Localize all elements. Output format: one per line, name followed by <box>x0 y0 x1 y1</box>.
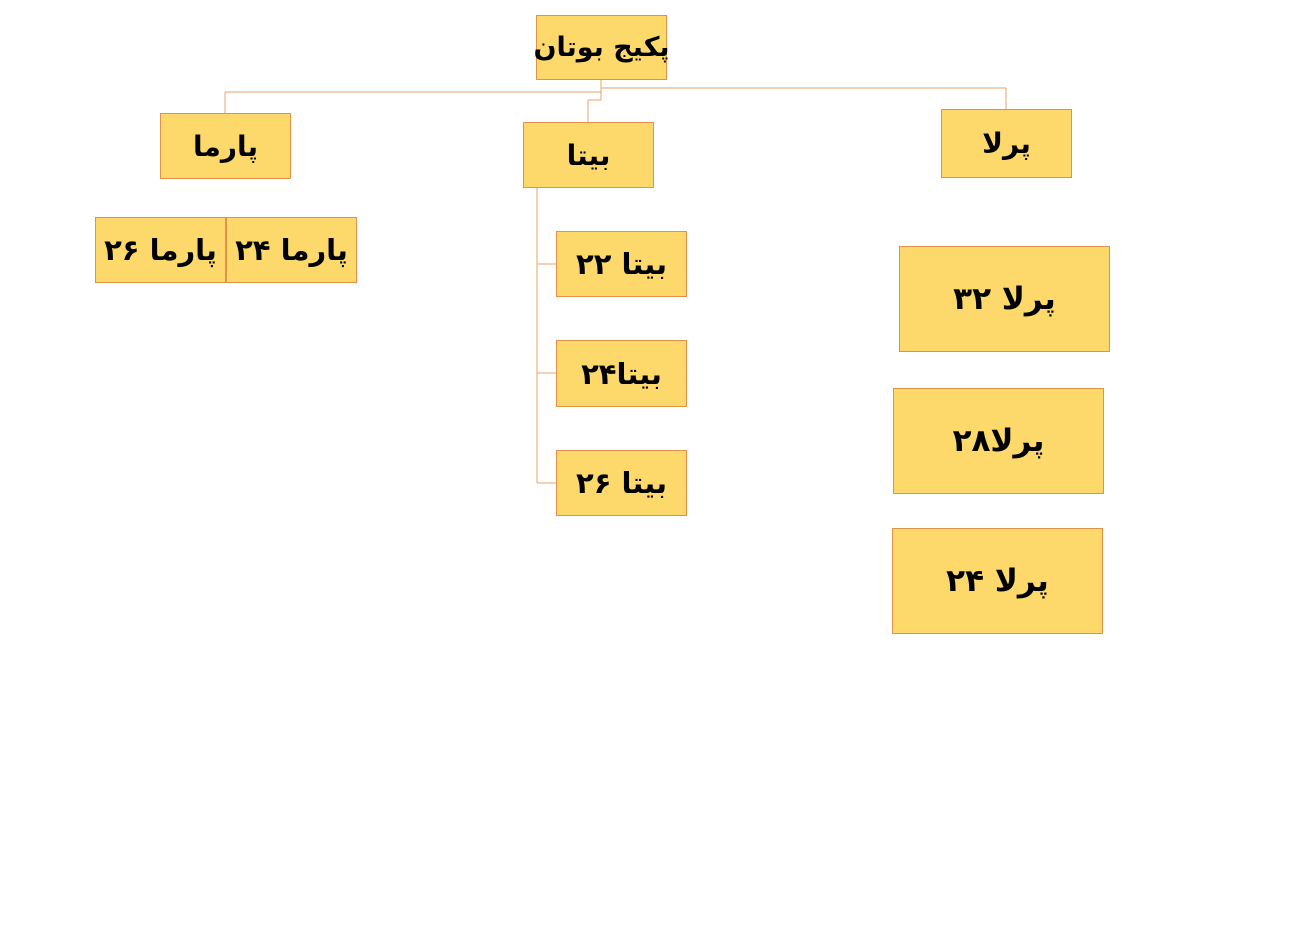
node-parma: پارما <box>160 113 291 179</box>
node-perla-28: پرلا۲۸ <box>893 388 1104 494</box>
node-beta: بیتا <box>523 122 654 188</box>
node-perla: پرلا <box>941 109 1072 178</box>
node-beta-26: بیتا ۲۶ <box>556 450 687 516</box>
node-beta-22: بیتا ۲۲ <box>556 231 687 297</box>
node-perla-24: پرلا ۲۴ <box>892 528 1103 634</box>
node-parma-26: پارما ۲۶ <box>95 217 226 283</box>
node-beta-24: بیتا۲۴ <box>556 340 687 407</box>
node-root-butan-package: پکیج بوتان <box>533 15 670 80</box>
node-perla-32: پرلا ۳۲ <box>899 246 1110 352</box>
node-parma-24: پارما ۲۴ <box>226 217 357 283</box>
